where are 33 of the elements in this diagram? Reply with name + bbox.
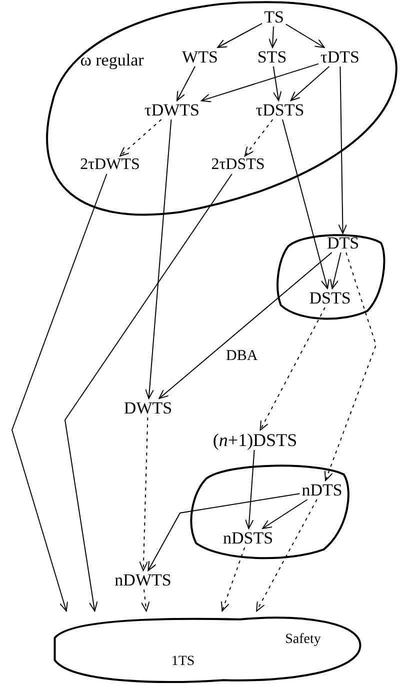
- arrow: [139, 417, 148, 571]
- arrow: [268, 26, 278, 48]
- arrow: [217, 22, 263, 48]
- node-label: 2τDWTS: [79, 157, 141, 173]
- arrow: [244, 119, 274, 156]
- node-label: τDWTS: [144, 102, 200, 118]
- node-label: WTS: [181, 48, 219, 66]
- arrow: [120, 119, 162, 156]
- node-label: 1TS: [170, 655, 196, 669]
- arrow: [140, 589, 150, 612]
- node-label: DWTS: [122, 400, 174, 416]
- node-label: nDWTS: [114, 572, 172, 588]
- arrow: [338, 66, 348, 234]
- node-label: 2τDSTS: [210, 157, 266, 173]
- region-label: ω regular: [80, 52, 144, 68]
- arrow: [220, 547, 246, 612]
- arrow: [290, 66, 330, 101]
- arrow: [201, 63, 319, 102]
- arrow: [260, 307, 326, 430]
- node-label: (n+1)DSTS: [212, 431, 298, 449]
- node-label: TS: [263, 8, 285, 26]
- arrow: [285, 24, 325, 48]
- arrow: [158, 252, 332, 399]
- arrow: [272, 66, 282, 101]
- node-label: τDSTS: [254, 102, 306, 118]
- arrow: [145, 119, 172, 399]
- arrow: [64, 174, 232, 612]
- node-label: τDTS: [320, 48, 360, 66]
- region-label: Safety: [285, 633, 321, 647]
- diagram-label: DBA: [226, 349, 258, 364]
- node-label: STS: [256, 48, 288, 66]
- arrow: [11, 174, 108, 612]
- arrow: [176, 66, 196, 101]
